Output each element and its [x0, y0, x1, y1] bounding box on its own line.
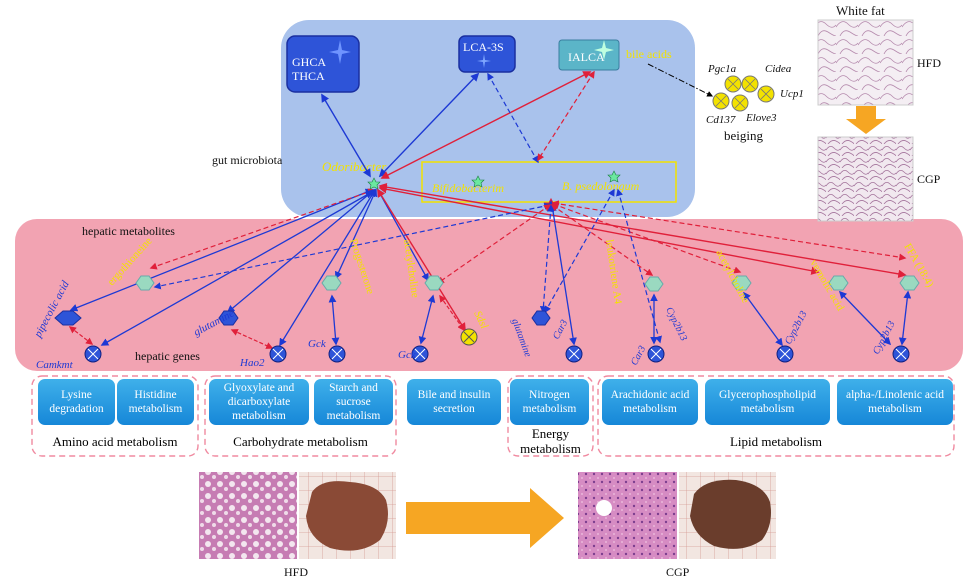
- beiging-gene-label: Elove3: [745, 112, 777, 124]
- group-carbohydrate: Carbohydrate metabolism: [233, 434, 368, 449]
- odoribacter-node: [367, 177, 381, 190]
- association-arrow: [537, 70, 595, 162]
- white-fat-hfd-image: [817, 19, 914, 106]
- central-vein: [596, 500, 612, 516]
- association-arrow: [898, 290, 912, 346]
- lca3s-label: LCA-3S: [463, 40, 504, 54]
- group-energy: Energy metabolism: [520, 426, 581, 456]
- association-arrow: [68, 326, 94, 345]
- beiging-gene-label: Ucp1: [780, 88, 804, 100]
- beiging-gene-cluster: [712, 75, 775, 112]
- right-arrow-icon: [406, 488, 564, 548]
- association-arrow: [418, 294, 436, 345]
- liver-cgp-organ: [690, 479, 771, 549]
- gene-node: [411, 345, 429, 363]
- pathway-starch: Starch and sucrose metabolism: [314, 379, 393, 425]
- association-arrow: [321, 93, 371, 178]
- group-outline-lipid: [597, 375, 955, 457]
- group-outline-energy: [507, 375, 594, 457]
- gene-node: [84, 345, 102, 363]
- beiging-gene-label: Cd137: [706, 114, 736, 126]
- beiging-label: beiging: [724, 128, 763, 143]
- metabolite-node: [218, 310, 239, 326]
- group-amino-acid: Amino acid metabolism: [52, 434, 178, 449]
- bacteria-odoribacter: Odoribacter: [322, 159, 387, 174]
- psedolongum-node: [607, 170, 621, 183]
- gene-node: [269, 345, 287, 363]
- gene-node: [460, 328, 478, 346]
- hepatic-metabolites-label: hepatic metabolites: [82, 224, 175, 238]
- thca-label: THCA: [292, 69, 325, 83]
- liver-cgp-histology: [578, 472, 677, 559]
- pathway-linolenic: alpha-/Linolenic acid metabolism: [837, 379, 953, 425]
- association-arrow: [838, 290, 892, 346]
- group-lipid: Lipid metabolism: [729, 434, 823, 449]
- white-fat-title: White fat: [836, 3, 885, 18]
- liver-hfd-organ: [306, 481, 388, 551]
- pathway-arachidonic: Arachidonic acid metabolism: [602, 379, 698, 425]
- bacteria-b-psedolongum: B. psedolongum: [562, 179, 640, 193]
- metabolite-node: [828, 275, 849, 291]
- hepatic-genes-label: hepatic genes: [135, 349, 200, 363]
- association-arrow: [544, 188, 615, 314]
- sparkle-icon: [329, 40, 351, 64]
- pathway-bile-insulin: Bile and insulin secretion: [407, 379, 501, 425]
- sparkle-icon: [594, 40, 614, 60]
- white-fat-hfd-label: HFD: [917, 56, 941, 70]
- down-arrow-icon: [846, 106, 886, 134]
- gene-node: [776, 345, 794, 363]
- metabolite-node: [899, 275, 920, 291]
- bacteria-bifidobacterim: Bifidobacterim: [432, 181, 504, 195]
- metabolite-node: [531, 310, 551, 326]
- pathway-nitrogen: Nitrogen metabolism: [510, 379, 589, 425]
- metabolite-node: [424, 275, 444, 291]
- ghca-label: GHCA: [292, 55, 326, 69]
- bile-to-beiging-arrow: [647, 63, 714, 97]
- liver-hfd-histology: [199, 472, 297, 559]
- association-arrow: [743, 291, 783, 347]
- association-arrow: [487, 72, 539, 164]
- association-arrow: [439, 294, 465, 332]
- white-fat-cgp-label: CGP: [917, 172, 941, 186]
- pathway-glyoxylate: Glyoxylate and dicarboxylate metabolism: [209, 379, 309, 425]
- gene-node: [892, 345, 910, 363]
- gene-label: Camkmt: [36, 359, 74, 371]
- pathway-lysine: Lysine degradation: [38, 379, 115, 425]
- sparkle-icon: [477, 54, 491, 68]
- pathway-histidine: Histidine metabolism: [117, 379, 194, 425]
- beiging-gene-label: Pgc1a: [707, 63, 737, 75]
- gut-microbiota-label: gut microbiota: [212, 153, 283, 167]
- bottom-hfd-label: HFD: [284, 565, 308, 579]
- metabolite-node: [135, 275, 155, 291]
- group-outline-amino: [31, 375, 199, 457]
- gene-label: Gck: [308, 338, 327, 350]
- beiging-gene-label: Cidea: [765, 63, 792, 75]
- metabolite-node: [54, 310, 82, 326]
- association-arrow: [328, 294, 340, 346]
- gene-node: [328, 345, 346, 363]
- bile-acids-label: bile acids: [626, 47, 672, 61]
- gene-label: Hao2: [239, 357, 265, 369]
- pathway-glycerophospholipid: Glycerophospholipid metabolism: [705, 379, 830, 425]
- white-fat-cgp-image: [817, 136, 914, 222]
- metabolite-node: [731, 275, 752, 291]
- ialca-label: IALCA: [568, 50, 605, 64]
- gene-label: Gck: [398, 349, 417, 361]
- metabolite-node: [321, 275, 342, 291]
- gene-node: [647, 345, 665, 363]
- group-outline-carbo: [204, 375, 397, 457]
- bottom-cgp-label: CGP: [666, 565, 690, 579]
- association-arrow: [436, 204, 552, 284]
- association-arrow: [230, 329, 274, 349]
- gene-node: [565, 345, 583, 363]
- metabolite-node: [644, 276, 664, 292]
